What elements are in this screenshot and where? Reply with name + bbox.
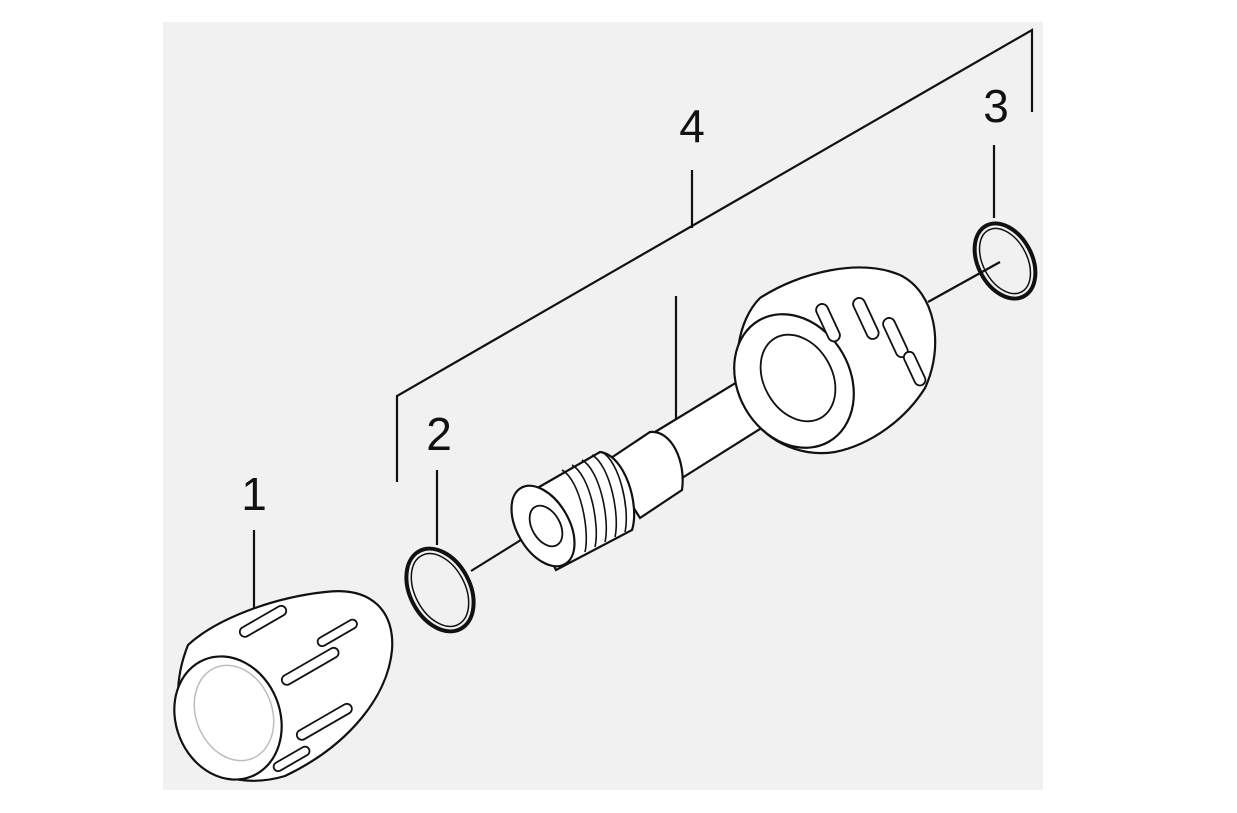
o-ring-3-inner (978, 227, 1032, 295)
callout-2: 2 (426, 408, 452, 460)
part-3-o-ring (972, 221, 1038, 301)
nut-1-grip-ribs (238, 604, 358, 773)
connector-collar (603, 430, 684, 520)
nut-1-inner-bore (193, 664, 275, 762)
part-1-union-nut (173, 590, 394, 782)
o-ring-2-outer (404, 546, 476, 634)
assembly-bracket (395, 28, 1034, 482)
hose-nut-inner (759, 333, 837, 423)
callout-1: 1 (241, 468, 267, 520)
part-4-hose-nut (733, 266, 937, 455)
o-ring-2-inner (410, 552, 470, 628)
axis-line-3 (927, 261, 1001, 303)
part-2-o-ring (404, 546, 476, 634)
o-ring-3-outer (972, 221, 1038, 301)
callout-4: 4 (679, 100, 705, 152)
hose-nut-grip-ribs (815, 297, 927, 387)
thread-lines (561, 451, 628, 553)
nipple-bore (528, 504, 564, 548)
callout-3: 3 (983, 80, 1009, 132)
